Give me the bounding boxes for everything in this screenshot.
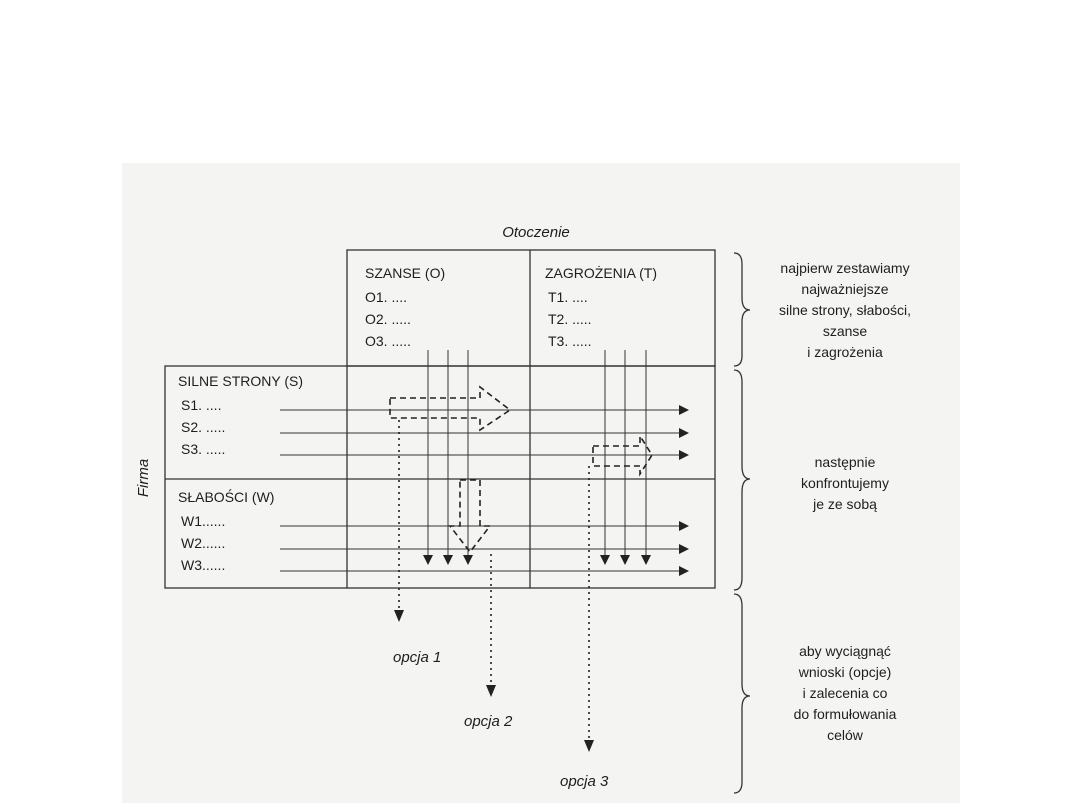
option-1-arrowhead [394, 610, 404, 622]
brace-step-2 [733, 369, 751, 591]
curly-braces [733, 252, 751, 794]
option-arrows [398, 420, 590, 740]
note-step-3: aby wyciągnąć wnioski (opcje) i zaleceni… [794, 643, 897, 743]
option-1-label: opcja 1 [393, 649, 441, 666]
option-3-label: opcja 3 [560, 773, 609, 790]
threats-cell: ZAGROŻENIA (T) T1. .... T2. ..... T3. ..… [545, 264, 657, 349]
opportunity-item: O1. .... [365, 289, 407, 305]
horizontal-arrows [280, 405, 689, 576]
dashed-block-arrows [389, 385, 653, 554]
threat-item: T3. ..... [548, 333, 592, 349]
weakness-item: W1...... [181, 513, 225, 529]
note-line: i zalecenia co [803, 685, 888, 701]
strengths-title: SILNE STRONY (S) [178, 373, 303, 389]
strength-item: S2. ..... [181, 419, 225, 435]
weaknesses-cell: SŁABOŚCI (W) W1...... W2...... W3...... [178, 488, 274, 573]
note-line: najważniejsze [801, 281, 888, 297]
note-line: do formułowania [794, 706, 897, 722]
environment-label: Otoczenie [502, 224, 570, 241]
opportunity-item: O3. ..... [365, 333, 411, 349]
scanned-page-background [122, 163, 960, 803]
opportunities-cell: SZANSE (O) O1. .... O2. ..... O3. ..... [365, 265, 445, 349]
note-line: i zagrożenia [807, 344, 883, 360]
weakness-item: W2...... [181, 535, 225, 551]
opportunities-title: SZANSE (O) [365, 265, 445, 281]
threat-item: T1. .... [548, 289, 588, 305]
swot-table-frame [164, 249, 716, 589]
weaknesses-title: SŁABOŚCI (W) [178, 488, 274, 505]
brace-step-3 [733, 593, 751, 794]
option-arrowheads [394, 610, 594, 752]
note-line: wnioski (opcje) [798, 664, 892, 680]
note-line: szanse [823, 323, 868, 339]
threat-item: T2. ..... [548, 311, 592, 327]
note-line: silne strony, słabości, [779, 302, 911, 318]
threats-title: ZAGROŻENIA (T) [545, 264, 657, 281]
brace-step-1 [733, 252, 751, 367]
note-line: konfrontujemy [801, 475, 889, 491]
strength-item: S1. .... [181, 397, 221, 413]
dashed-arrow-s3-t [592, 433, 653, 477]
vertical-arrows [423, 350, 651, 565]
opportunity-item: O2. ..... [365, 311, 411, 327]
option-3-arrowhead [584, 740, 594, 752]
note-step-2: następnie konfrontujemy je ze sobą [801, 454, 889, 512]
weakness-item: W3...... [181, 557, 225, 573]
note-step-1: najpierw zestawiamy najważniejsze silne … [779, 260, 911, 360]
dashed-arrow-s1-o [389, 385, 512, 432]
strengths-cell: SILNE STRONY (S) S1. .... S2. ..... S3. … [178, 373, 303, 457]
option-2-arrowhead [486, 685, 496, 697]
option-2-label: opcja 2 [464, 713, 513, 730]
strength-item: S3. ..... [181, 441, 225, 457]
note-line: celów [827, 727, 864, 743]
dashed-arrow-w-o [448, 479, 492, 554]
note-line: najpierw zestawiamy [780, 260, 909, 276]
note-line: aby wyciągnąć [799, 643, 891, 659]
note-line: następnie [815, 454, 876, 470]
firm-matrix-box [164, 365, 716, 589]
firm-label: Firma [135, 459, 152, 497]
note-line: je ze sobą [812, 496, 877, 512]
